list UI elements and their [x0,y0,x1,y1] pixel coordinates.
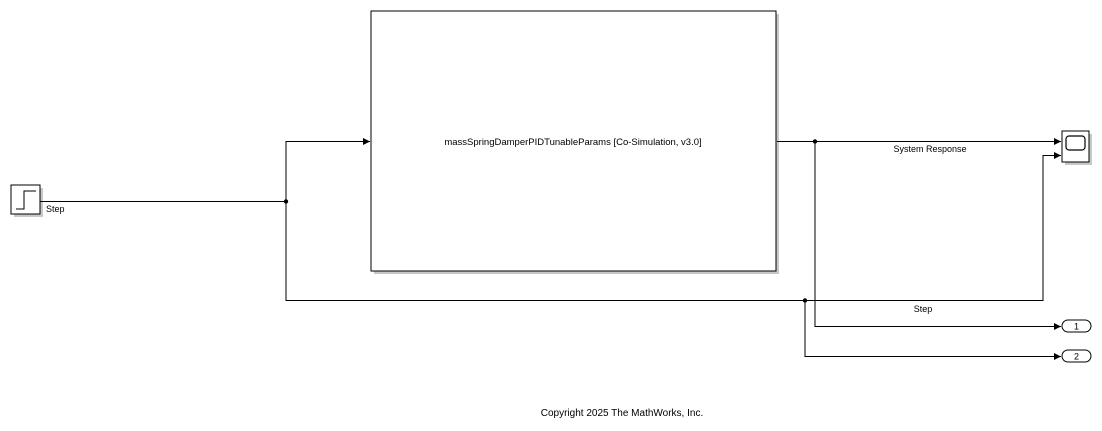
branch-point [283,199,289,204]
signal-label-system-response: System Response [893,144,966,154]
scope-block[interactable] [1061,130,1092,165]
wire-step-to-outport-2[interactable] [804,300,1061,360]
branch-point [802,298,808,303]
fmu-block-label: massSpringDamperPIDTunableParams [Co-Sim… [444,137,701,148]
wire-step-bottom[interactable] [285,152,1061,301]
step-icon [16,190,36,210]
outport-1-label: 1 [1074,322,1079,332]
step-block[interactable] [10,184,43,217]
outport-2-label: 2 [1074,352,1079,362]
outport-2[interactable]: 2 [1061,349,1092,363]
wire-response-to-outport-1[interactable] [814,141,1061,330]
signal-label-step: Step [914,304,933,314]
outport-icon [1061,319,1092,333]
scope-icon [1065,135,1086,151]
copyright-text: Copyright 2025 The MathWorks, Inc. [541,408,704,419]
outport-icon [1061,349,1092,363]
fmu-block[interactable]: massSpringDamperPIDTunableParams [Co-Sim… [370,10,779,274]
step-block-label: Step [46,204,65,214]
outport-1[interactable]: 1 [1061,319,1092,333]
wire-step-to-fmu[interactable] [285,138,370,202]
branch-point [812,139,818,144]
